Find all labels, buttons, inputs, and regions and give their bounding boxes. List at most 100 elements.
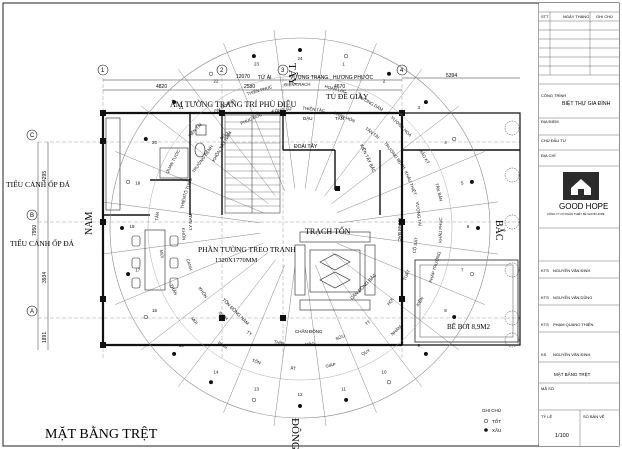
wall-feature-note: ÂM TƯỜNG TRANG TRÍ PHÙ ĐIÊU: [170, 99, 297, 109]
sector-label: HOAN LẠC: [324, 84, 347, 94]
project-label: CÔNG TRÌNH: [541, 93, 566, 98]
can-dong-bac-label: CẤN ĐÔNG BẮC: [348, 271, 378, 301]
revision-table: [539, 11, 619, 76]
sector-dot: [172, 100, 177, 105]
sector-dot: [423, 351, 428, 356]
sector-number: 13: [254, 386, 260, 391]
sector-dot: [143, 136, 148, 142]
owner-label: CHỦ ĐẦU TƯ: [541, 138, 567, 143]
sector-label: THÌN: [273, 339, 284, 346]
sector-label: TÝ: [364, 319, 371, 326]
compass-ray: [115, 151, 264, 213]
compass-ray: [141, 106, 269, 204]
sector-label: KIỀN: [415, 296, 425, 307]
role-1-name: NGUYỄN VĂN ĐỊNH: [553, 268, 590, 273]
compass-ray: [101, 201, 261, 224]
compass-ray: [336, 151, 485, 213]
sector-dot: [251, 397, 256, 402]
sector-label: CANH: [185, 258, 194, 271]
tu-ai-label: TỬ ÁI: [258, 74, 271, 81]
sector-label: TỴ: [246, 330, 253, 337]
axis-a: A: [30, 309, 34, 315]
center-label: TRẠCH TỐN: [305, 226, 351, 236]
sector-number: 5: [461, 181, 464, 186]
sector-label: KHẨU PHÚC: [438, 217, 443, 242]
chan-dong-label: CHẤN ĐÔNG: [295, 328, 323, 334]
sector-dot: [452, 136, 457, 142]
sector-label: MÙI: [159, 250, 165, 259]
planter-shrub: [504, 332, 520, 348]
compass-ray: [115, 243, 264, 305]
direction-north: TÂY: [286, 63, 298, 86]
sector-label: XƯƠNG DÂM: [358, 94, 385, 112]
address-label: ĐỊA CHỈ: [541, 153, 555, 158]
planter-shrubs: [504, 120, 520, 348]
dau-label: DẬU: [303, 115, 313, 121]
axis-b: B: [30, 213, 34, 219]
direction-west: NAM: [84, 212, 95, 235]
sector-dot: [251, 54, 256, 59]
planter-shrub: [504, 310, 520, 326]
planter-shrub: [504, 167, 520, 183]
role-3-name: PHẠM QUANG THIỆN: [553, 322, 593, 327]
sector-number: 24: [297, 56, 303, 61]
dim-top-1: 4820: [156, 84, 167, 90]
planter-shrub: [504, 120, 520, 136]
sector-label: MÃO: [305, 341, 316, 347]
sector-label: QUAN TƯỚC: [164, 148, 181, 174]
sector-number: 22: [213, 79, 219, 84]
compass-ray: [101, 232, 261, 255]
canh-label: CANH: [271, 110, 284, 115]
role-1-label: KTS: [541, 268, 549, 273]
kham-bac-label: KHẢM BẮC: [397, 218, 404, 242]
sector-dot: [126, 179, 131, 184]
sector-label: MÙI: [190, 316, 199, 325]
sector-dot: [208, 380, 214, 385]
sector-dot: [344, 54, 349, 59]
axis-bubbles: [26, 64, 408, 317]
compass-ray: [324, 259, 422, 387]
revision-header-date: NGÀY THÁNG: [563, 14, 589, 19]
sector-label: TÂN BẢN: [434, 182, 444, 201]
axis-1: 1: [101, 68, 105, 74]
compass-ray: [315, 43, 377, 192]
sector-number: 2: [383, 79, 386, 84]
sector-label: TỐ TỤNG: [182, 177, 194, 197]
sector-label: NGỌ: [219, 130, 230, 140]
shoe-cabinet-note: TỦ ĐỂ GIẦY: [326, 91, 369, 101]
sector-label: THIÊN TẶC: [302, 106, 325, 114]
compass-ray: [336, 243, 485, 305]
compass-ray: [331, 252, 459, 350]
project-name: BIỆT THỰ GIA ĐÌNH: [562, 99, 611, 107]
compass-ray: [324, 69, 422, 197]
sector-number: 1: [342, 62, 345, 67]
sector-number: 4: [444, 140, 447, 145]
dim-left-2: 3934: [42, 272, 48, 283]
legend-good-dot: [483, 418, 489, 424]
pool-note: BỂ BƠI 8,9M2: [447, 323, 490, 331]
huong-phuoc-label: HƯƠNG PHƯỚC: [333, 74, 374, 81]
sector-label: KHẨU THIỆT: [404, 170, 418, 196]
sector-dot: [423, 100, 428, 105]
sector-label: GIÁP: [325, 362, 336, 369]
direction-south: ĐÔNG: [289, 418, 301, 449]
vuong-trang-label: VƯỢNG TRANG: [290, 75, 328, 81]
sector-number: 18: [129, 224, 135, 229]
compass-ray: [223, 43, 285, 192]
compass-inner-ring: [147, 75, 453, 381]
doai-tay-label: ĐOÀI TÂY: [294, 143, 318, 150]
sector-dots: [119, 47, 481, 409]
legend-good-label: TỐT: [492, 418, 501, 424]
company-name: GOOD HOPE: [559, 202, 608, 211]
scale-value: 1/100: [555, 433, 569, 439]
dim-top-3: 4670: [334, 84, 345, 90]
role-4-label: KS: [541, 352, 547, 357]
legend-title: GHI CHÚ: [482, 407, 501, 413]
sector-dot: [172, 351, 177, 356]
kitchen-counter: [105, 117, 207, 211]
compass-ring: [109, 37, 491, 419]
sector-label: TỐN: [251, 358, 261, 366]
sector-label: BẢO KỶ: [418, 149, 430, 165]
sector-number: 15: [179, 343, 185, 348]
